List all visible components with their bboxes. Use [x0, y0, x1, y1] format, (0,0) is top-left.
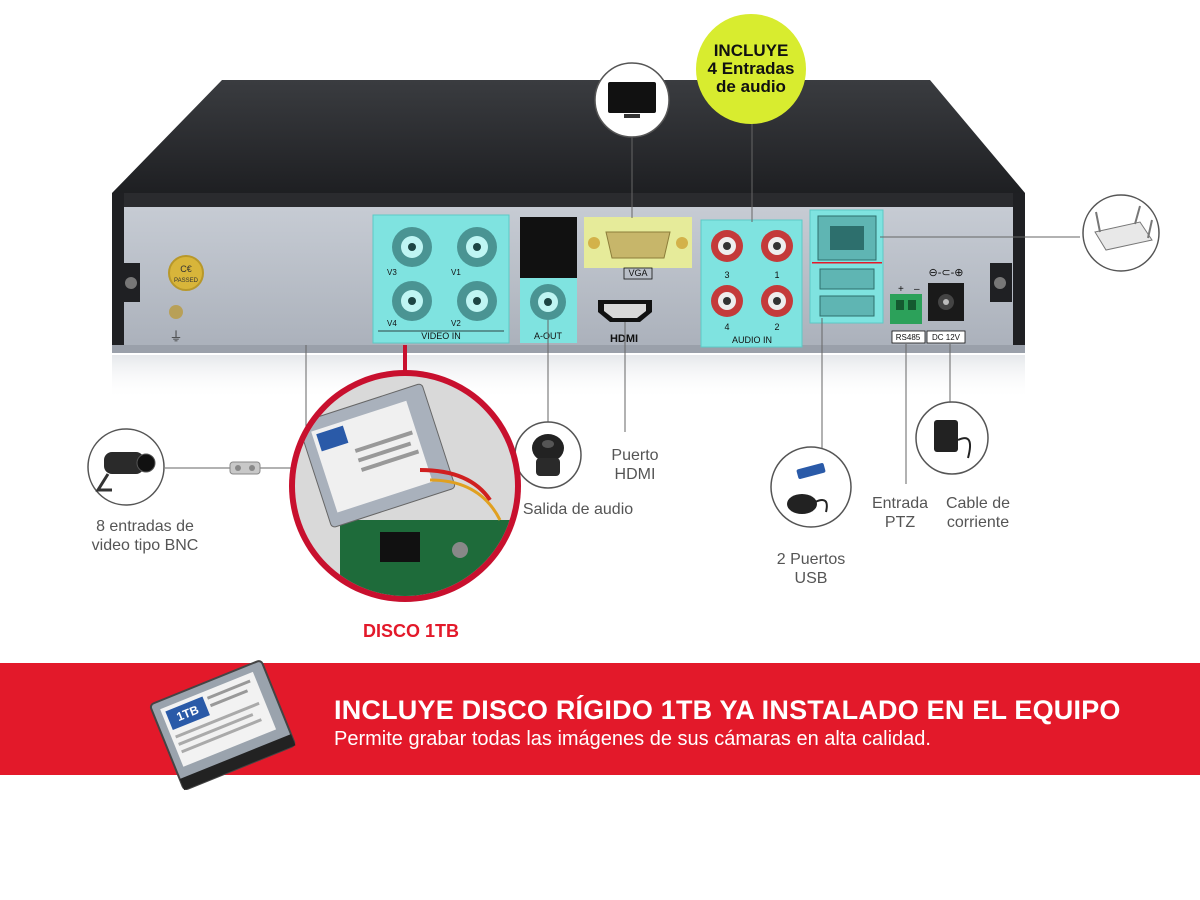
svg-text:RS485: RS485 — [896, 333, 921, 342]
screw-right-icon — [990, 263, 1012, 302]
monitor-icon — [594, 62, 670, 138]
bnc-inputs-label: 8 entradas de video tipo BNC — [91, 518, 199, 554]
svg-text:+: + — [898, 284, 904, 295]
svg-text:DC 12V: DC 12V — [932, 333, 961, 342]
hard-drive-icon: 1TB — [149, 660, 296, 791]
svg-text:4: 4 — [724, 322, 729, 332]
power-cable-label: Cable de corriente — [945, 495, 1011, 531]
dvr-top-panel — [112, 80, 1025, 193]
vga-port: VGA — [584, 217, 692, 280]
screw-left-icon — [122, 263, 140, 302]
hdmi-port: HDMI — [598, 300, 652, 345]
router-icon — [1082, 194, 1160, 272]
bnc-connector-icon — [229, 461, 261, 475]
disk-photo — [289, 370, 521, 602]
banner-title: INCLUYE DISCO RÍGIDO 1TB YA INSTALADO EN… — [334, 695, 1121, 725]
audio-inputs-badge: INCLUYE 4 Entradas de audio — [696, 14, 806, 124]
svg-text:–: – — [914, 284, 920, 295]
connector-lines — [165, 118, 1080, 484]
svg-text:V1: V1 — [451, 268, 461, 277]
ptz-label: Entrada PTZ — [871, 495, 929, 531]
svg-text:VIDEO IN: VIDEO IN — [421, 331, 461, 341]
svg-text:HDMI: HDMI — [610, 333, 638, 345]
svg-text:V4: V4 — [387, 319, 397, 328]
disk-caption: DISCO 1TB — [362, 621, 459, 641]
svg-text:VGA: VGA — [628, 268, 647, 278]
dvr-illustration: C€ PASSED ⏚ V3 V1 V4 V2 VIDEO IN A-OUT V… — [87, 62, 1160, 602]
usb-devices-icon — [770, 446, 852, 528]
usb-label: 2 Puertos USB — [776, 551, 846, 587]
svg-text:C€: C€ — [180, 264, 192, 274]
svg-text:1: 1 — [774, 270, 779, 280]
power-adapter-icon — [915, 401, 989, 475]
svg-text:⏚: ⏚ — [169, 329, 182, 344]
video-in-block: V3 V1 V4 V2 VIDEO IN — [372, 214, 510, 344]
badge-line-2: 4 Entradas — [707, 59, 795, 78]
ce-sticker-icon: C€ PASSED — [168, 255, 204, 291]
rs485-port: + – RS485 — [890, 284, 926, 344]
svg-text:⊖-⊂-⊕: ⊖-⊂-⊕ — [929, 267, 964, 279]
svg-text:AUDIO IN: AUDIO IN — [732, 335, 772, 345]
svg-text:V2: V2 — [451, 319, 461, 328]
dc-power-port: ⊖-⊂-⊕ DC 12V — [926, 267, 966, 344]
svg-text:PASSED: PASSED — [174, 278, 199, 284]
camera-icon — [87, 428, 165, 506]
speaker-icon — [514, 421, 582, 489]
badge-line-3: de audio — [716, 77, 786, 96]
svg-text:V3: V3 — [387, 268, 397, 277]
audio-out-label: Salida de audio — [522, 501, 634, 518]
lan-usb-block — [809, 209, 884, 324]
banner-subtitle: Permite grabar todas las imágenes de sus… — [334, 728, 931, 750]
audio-in-block: 3 1 4 2 AUDIO IN — [700, 219, 803, 348]
ground-screw-icon: ⏚ — [169, 305, 183, 344]
hdmi-label: Puerto HDMI — [611, 447, 659, 483]
svg-text:3: 3 — [724, 270, 729, 280]
badge-line-1: INCLUYE — [713, 41, 789, 60]
svg-text:2: 2 — [774, 322, 779, 332]
